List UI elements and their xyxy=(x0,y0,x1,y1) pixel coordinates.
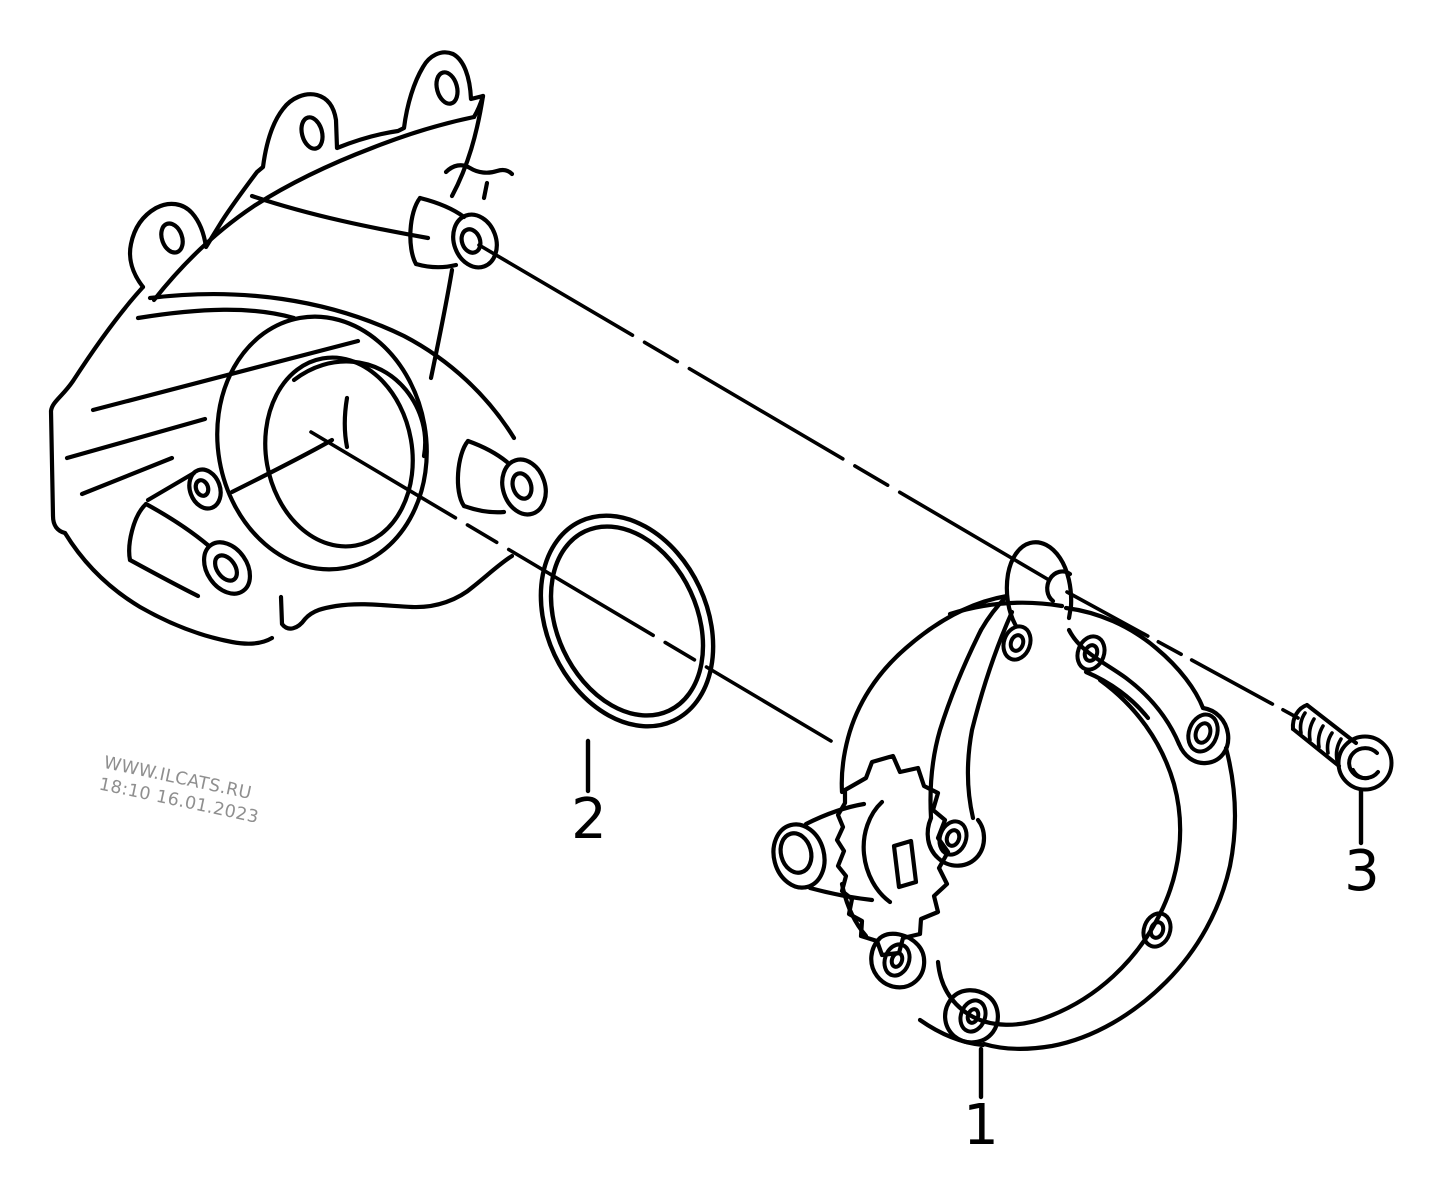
housing-rib-line-1 xyxy=(90,338,361,413)
stub-end-outer xyxy=(771,822,827,890)
housing-neck-curve-3 xyxy=(135,307,297,321)
housing-rib-line-5 xyxy=(229,437,335,495)
pump-band-detail-line xyxy=(1083,669,1151,721)
stub-tube-bottom xyxy=(807,885,875,903)
stub-clamp-plate xyxy=(834,753,951,958)
housing-bottom-stub xyxy=(278,553,515,631)
o-ring-drawing xyxy=(538,513,716,729)
stub-clamp-slot xyxy=(891,838,919,890)
pump-right-outline xyxy=(981,745,1237,1051)
pump-top-band-upper xyxy=(1063,605,1206,711)
lug-hole-right xyxy=(434,70,460,106)
lower-boss-hole xyxy=(510,471,534,501)
engine-housing-drawing xyxy=(48,50,548,646)
housing-flange-outline xyxy=(127,50,486,290)
pump-rib-right xyxy=(965,609,1015,821)
vacuum-pump-drawing xyxy=(771,540,1237,1051)
lug-hole-left xyxy=(159,221,185,255)
o-ring-outer xyxy=(538,513,716,729)
pump-dome-outline xyxy=(839,593,1010,795)
housing-rib-line-2 xyxy=(64,416,208,461)
housing-rib-line-3 xyxy=(79,455,175,497)
bolt-butt-end xyxy=(1290,703,1309,731)
pump-bottom-left-edge xyxy=(917,1017,986,1048)
centerline-bolt-axis-to-screw xyxy=(1065,590,1300,720)
bore-inner-step-line xyxy=(342,395,350,450)
upper-boss-hole xyxy=(459,227,483,255)
housing-left-contour xyxy=(48,284,146,536)
bolt-head-outer xyxy=(1336,734,1394,792)
pump-top-ear xyxy=(1004,540,1074,629)
pump-right-flange-tip xyxy=(1176,705,1231,766)
housing-bottom-contour xyxy=(62,530,275,646)
assembly-centerlines xyxy=(309,243,1300,743)
housing-boss-to-bore-edge xyxy=(428,267,455,381)
pump-top-band-inner xyxy=(1066,627,1182,747)
pump-foot-boss xyxy=(943,988,1000,1045)
bolt-shank-bottom xyxy=(1291,727,1341,768)
pump-ear-hole xyxy=(1045,569,1073,604)
bracket-boss-outer xyxy=(187,467,223,511)
callout-3-label: 3 xyxy=(1344,839,1380,904)
callout-1-label: 1 xyxy=(963,1093,999,1158)
bracket-boss-hole xyxy=(193,478,211,498)
bottom-cylinder-hole xyxy=(212,553,240,583)
pump-rib-top-join xyxy=(978,593,1010,633)
centerline-bore-axis xyxy=(309,430,833,743)
centerline-bolt-axis-upper xyxy=(477,243,1051,582)
housing-lower-boss xyxy=(455,438,548,517)
housing-rib-line-4 xyxy=(145,470,197,503)
callout-2-label: 2 xyxy=(571,787,607,852)
pump-rib-bottom-boss xyxy=(925,815,987,868)
housing-upper-boss xyxy=(408,163,515,270)
boss-top-bracket xyxy=(443,163,515,177)
bolt-threads xyxy=(1298,711,1343,762)
pump-rib-left xyxy=(928,627,984,821)
o-ring-inner xyxy=(548,524,706,718)
lug-hole-middle xyxy=(299,115,325,151)
bolt-drawing xyxy=(1290,703,1394,792)
housing-flange-to-boss-edge xyxy=(449,93,486,199)
bolt-head-detail xyxy=(1351,768,1370,781)
stub-tube-top xyxy=(803,801,867,827)
bore-inner-ring xyxy=(263,355,415,549)
housing-flange-inner-edge xyxy=(151,114,477,303)
callouts: 1 2 3 xyxy=(571,738,1380,1158)
housing-bottom-cylinder xyxy=(127,501,253,599)
pump-port-stub xyxy=(771,753,951,958)
bore-counterbore-arc xyxy=(291,359,428,459)
pump-bolt-holes xyxy=(882,624,1220,1034)
pump-front-plate xyxy=(935,677,1183,1027)
stub-end-inner xyxy=(778,831,814,875)
housing-neck-curve-1 xyxy=(249,193,431,241)
stub-collar-arc xyxy=(861,799,893,905)
boss-top-tick xyxy=(481,180,490,201)
housing-neck-curve-2 xyxy=(147,291,517,441)
bolt-shank-top xyxy=(1305,703,1358,745)
